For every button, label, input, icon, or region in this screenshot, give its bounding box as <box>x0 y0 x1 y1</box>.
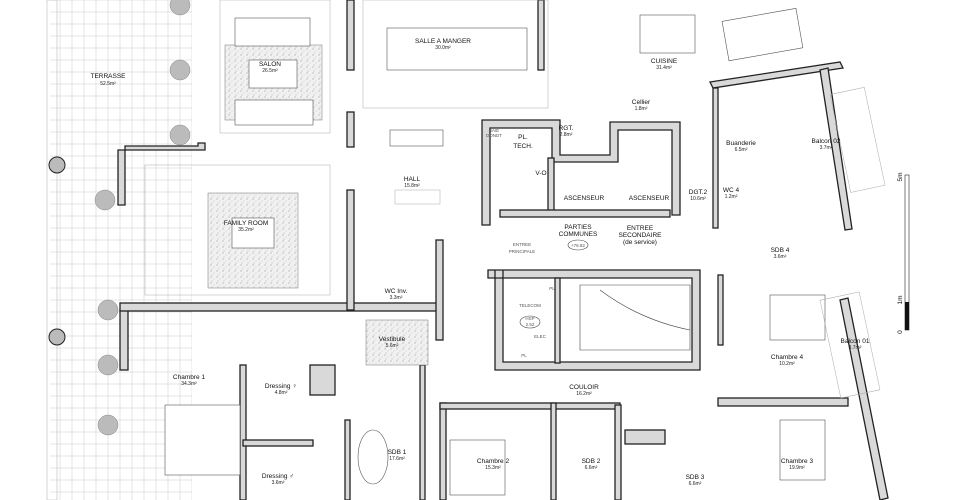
label-chambre1: Chambre 1 <box>173 374 206 381</box>
label-chambre4: Chambre 4 <box>771 354 804 361</box>
label-cellier: Cellier <box>632 99 651 106</box>
label-sdb4: SDB 4 <box>771 247 790 254</box>
label-pl-tech-2: TECH. <box>513 143 533 150</box>
area-cellier: 1.8m² <box>635 106 648 112</box>
scale-1m: 1m <box>897 295 904 304</box>
area-balcon-01: 3.7m² <box>849 345 862 351</box>
area-rgt: 2.8m² <box>560 132 573 138</box>
label-entree-secondaire: ENTREE <box>627 225 654 232</box>
area-dressing-m: 3.6m² <box>272 480 285 486</box>
label-hsp: HSP <box>525 316 534 321</box>
furniture <box>144 0 886 496</box>
label-chambre2: Chambre 2 <box>477 458 510 465</box>
label-rgt: RGT. <box>559 125 574 132</box>
label-parties-communes-2: COMMUNES <box>559 231 598 238</box>
label-ascenseur-2: ASCENSEUR <box>629 195 670 202</box>
level-marker: +76.82 <box>571 243 585 248</box>
label-wc-inv: WC Inv. <box>385 288 408 295</box>
label-parties-communes: PARTIES <box>564 224 592 231</box>
label-wc4: WC 4 <box>723 187 740 194</box>
area-terrasse: 52.5m² <box>100 81 116 87</box>
label-sdb1: SDB 1 <box>388 449 407 456</box>
label-baie-2: DONDT <box>486 133 502 138</box>
label-pl-2: PL <box>521 353 527 358</box>
area-salon: 26.5m² <box>262 68 278 74</box>
area-sdb2: 6.6m² <box>585 465 598 471</box>
label-dgt2: DGT.2 <box>689 189 708 196</box>
label-chambre3: Chambre 3 <box>781 458 814 465</box>
area-balcon-02: 3.7m² <box>820 145 833 151</box>
label-hall: HALL <box>404 176 421 183</box>
label-balcon-01: Balcon 01 <box>841 338 870 345</box>
label-family-room: FAMILY ROOM <box>224 220 269 227</box>
area-family-room: 35.2m² <box>238 227 254 233</box>
label-sdb2: SDB 2 <box>582 458 601 465</box>
label-pl-tech: PL. <box>518 134 528 141</box>
label-vo: V-O <box>535 170 546 177</box>
label-salle-a-manger: SALLE A MANGER <box>415 38 471 45</box>
label-balcon-02: Balcon 02 <box>812 138 841 145</box>
value-hsp: 2.52 <box>526 322 535 327</box>
label-entree-principale: ENTREE <box>513 242 531 247</box>
scale-zero: 0 <box>897 330 904 334</box>
area-hall: 15.8m² <box>404 183 420 189</box>
label-cuisine: CUISINE <box>651 58 678 65</box>
label-baie: BAIE <box>489 128 499 133</box>
area-sdb4: 3.6m² <box>774 254 787 260</box>
label-entree-principale-2: PRINCIPALE <box>509 249 535 254</box>
label-salon: SALON <box>259 61 281 68</box>
label-dressing-m: Dressing ♂ <box>262 473 294 480</box>
scale-5m: 5m <box>897 172 904 181</box>
area-chambre1: 34.3m² <box>181 381 197 387</box>
walls <box>117 0 889 500</box>
area-wc-inv: 3.3m² <box>390 295 403 301</box>
area-wc4: 1.2m² <box>725 194 738 200</box>
label-buanderie: Buanderie <box>726 140 756 147</box>
label-sdb3: SDB 3 <box>686 474 705 481</box>
area-buanderie: 6.5m² <box>735 147 748 153</box>
label-elec: ELEC <box>534 334 547 339</box>
label-terrasse: TERRASSE <box>90 73 126 80</box>
area-cuisine: 31.4m² <box>656 65 672 71</box>
label-entree-secondaire-3: (de service) <box>623 239 657 246</box>
label-entree-secondaire-2: SECONDAIRE <box>619 232 663 239</box>
label-couloir: COULOIR <box>569 384 599 391</box>
terrace <box>46 0 192 500</box>
area-chambre3: 19.9m² <box>789 465 805 471</box>
area-chambre2: 15.3m² <box>485 465 501 471</box>
area-dgt2: 10.6m² <box>690 196 706 202</box>
room-labels: TERRASSE 52.5m² SALON 26.5m² SALLE A MAN… <box>90 38 869 487</box>
area-sdb3: 6.6m² <box>689 481 702 487</box>
label-vestibule: Vestibule <box>379 336 406 343</box>
area-salle-a-manger: 30.0m² <box>435 45 451 51</box>
label-dressing-f: Dressing ♀ <box>265 383 297 390</box>
label-ascenseur-1: ASCENSEUR <box>564 195 605 202</box>
label-telecom: TELECOM <box>519 303 541 308</box>
area-dressing-f: 4.8m² <box>275 390 288 396</box>
label-pl-1: PL <box>549 286 555 291</box>
area-couloir: 16.2m² <box>576 391 592 397</box>
area-vestibule: 5.6m² <box>386 343 399 349</box>
area-sdb1: 17.6m² <box>389 456 405 462</box>
scale-bar: 0 1m 5m <box>897 172 910 334</box>
area-chambre4: 10.2m² <box>779 361 795 367</box>
